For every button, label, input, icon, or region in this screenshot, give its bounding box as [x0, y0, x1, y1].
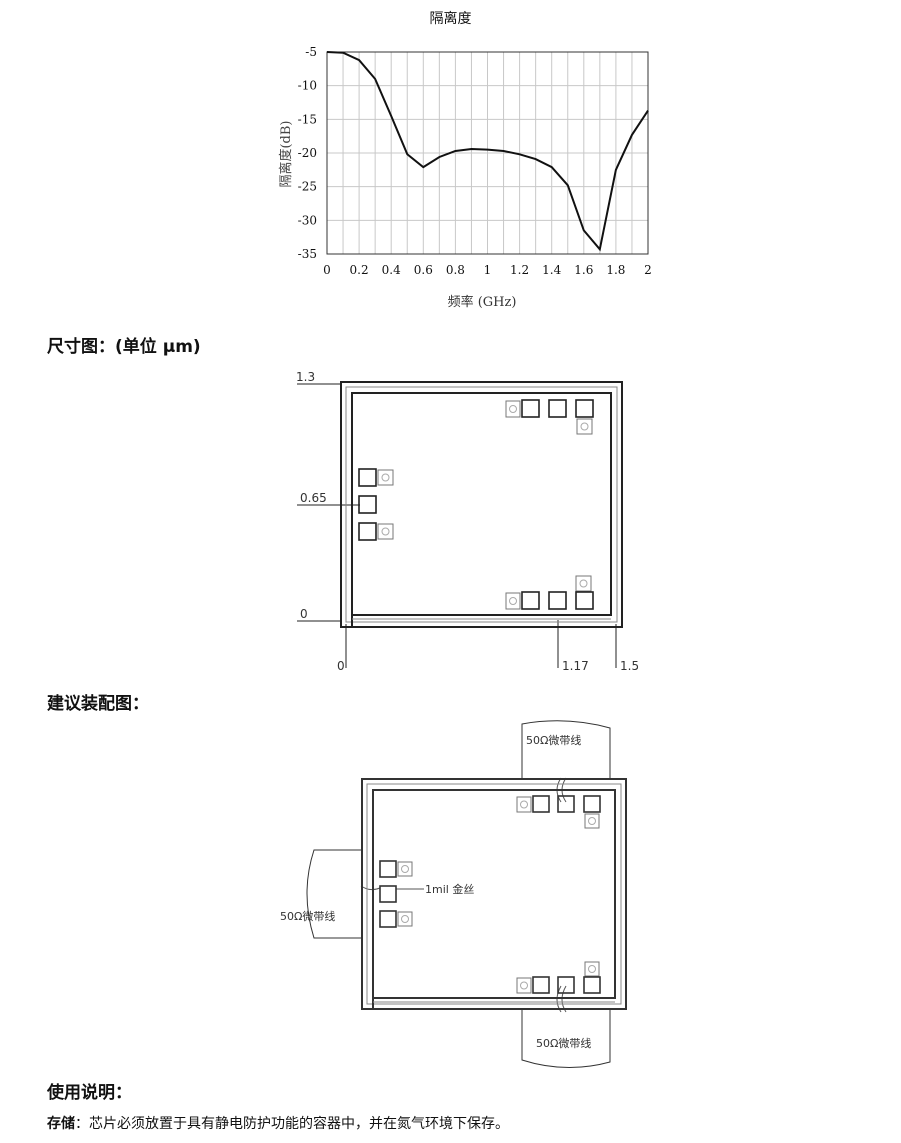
- dim-label-0-65: 0.65: [300, 491, 327, 505]
- usage-heading: 使用说明：: [47, 1083, 132, 1103]
- chart-y-axis-label: 隔离度(dB): [278, 120, 294, 187]
- chart-x-tick-label: 0: [323, 263, 331, 277]
- dim-label-y-0: 0: [300, 607, 308, 621]
- chart-x-tick-label: 0.2: [350, 263, 369, 277]
- isolation-chart: 0 0.2 0.4 0.6 0.8 1 1.2 1.4 1.6 1.8 2 -5 -10 -15 -20 -2…: [278, 45, 652, 310]
- dim-label-1-3: 1.3: [296, 370, 315, 384]
- chart-x-tick-label: 1.8: [606, 263, 625, 277]
- chart-y-tick-label: -25: [298, 180, 317, 194]
- label-gold-wire: 1mil 金丝: [425, 882, 474, 896]
- chart-x-tick-label: 2: [644, 263, 652, 277]
- dimension-drawing: 1.3 0.65 0 0 1.17 1.5: [296, 370, 639, 673]
- chart-y-tick-label: -35: [298, 247, 317, 261]
- chart-x-tick-label: 1.2: [510, 263, 529, 277]
- storage-label: 存储: [47, 1116, 75, 1132]
- chart-x-tick-label: 0.4: [382, 263, 401, 277]
- chart-x-tick-label: 1.4: [542, 263, 561, 277]
- dimension-heading: 尺寸图：(单位 μm): [47, 337, 201, 357]
- chart-title: 隔离度: [429, 11, 472, 27]
- chart-frame: [326, 51, 649, 255]
- label-top-microstrip: 50Ω微带线: [526, 733, 581, 747]
- label-bottom-microstrip: 50Ω微带线: [536, 1036, 591, 1050]
- chart-x-tick-label: 1.6: [574, 263, 593, 277]
- chart-series-line: [326, 51, 649, 252]
- storage-text: ：芯片必须放置于具有静电防护功能的容器中，并在氮气环境下保存。: [75, 1116, 509, 1132]
- assembly-drawing: 50Ω微带线 50Ω微带线 50Ω微带线 1mil 金丝: [280, 720, 627, 1068]
- chart-ticks: 0 0.2 0.4 0.6 0.8 1 1.2 1.4 1.6 1.8 2 -5 -10 -15 -20 -2…: [298, 45, 652, 277]
- chart-x-tick-label: 0.8: [446, 263, 465, 277]
- label-left-microstrip: 50Ω微带线: [280, 909, 335, 923]
- chart-x-axis-label: 频率 (GHz): [448, 294, 517, 310]
- chart-y-tick-label: -10: [298, 79, 317, 93]
- chart-y-tick-label: -20: [298, 146, 317, 160]
- dim-label-1-5: 1.5: [620, 659, 639, 673]
- chart-x-tick-label: 1: [484, 263, 492, 277]
- dim-label-1-17: 1.17: [562, 659, 589, 673]
- chart-y-tick-label: -5: [305, 45, 317, 59]
- chart-x-tick-label: 0.6: [414, 263, 433, 277]
- chart-y-tick-label: -30: [298, 213, 317, 227]
- assembly-heading: 建议装配图：: [47, 694, 149, 714]
- chart-grid: [326, 51, 649, 255]
- chart-y-tick-label: -15: [298, 112, 317, 126]
- storage-paragraph: 存储：芯片必须放置于具有静电防护功能的容器中，并在氮气环境下保存。: [47, 1113, 509, 1133]
- dim-label-x-0: 0: [337, 659, 345, 673]
